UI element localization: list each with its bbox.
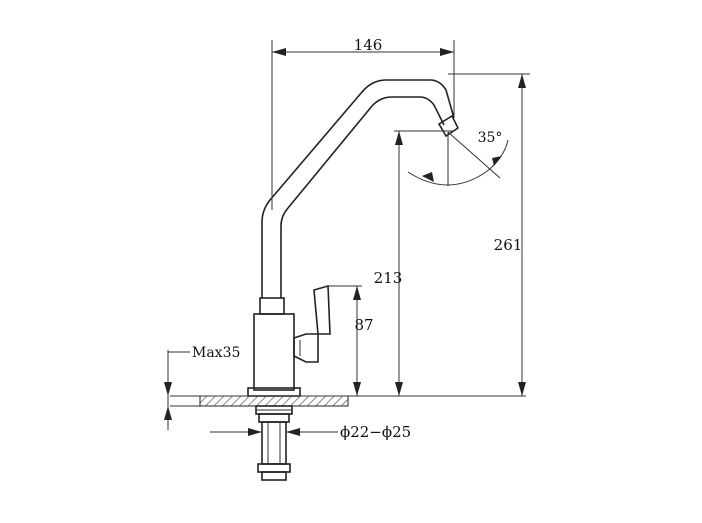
label-handle-height: 87 — [354, 316, 373, 334]
dim-total-height — [448, 73, 530, 396]
dim-handle-height — [326, 285, 362, 396]
mounting-shank — [255, 405, 293, 481]
label-max-thickness: Max35 — [192, 345, 240, 361]
countertop — [170, 395, 526, 407]
label-spout-height: 213 — [374, 269, 403, 287]
label-total-height: 261 — [494, 236, 523, 254]
dim-hole-diameter — [210, 428, 338, 436]
dim-spout-height — [394, 130, 454, 396]
label-spout-angle: 35° — [478, 130, 503, 146]
faucet-handle — [293, 284, 331, 363]
faucet-body — [247, 297, 301, 397]
label-reach: 146 — [354, 36, 383, 54]
dim-max-thickness — [164, 350, 190, 430]
faucet-spout — [261, 79, 460, 298]
label-hole-diameter: ϕ22−ϕ25 — [340, 423, 411, 441]
dim-reach — [271, 40, 455, 210]
dim-spout-angle — [407, 131, 509, 186]
